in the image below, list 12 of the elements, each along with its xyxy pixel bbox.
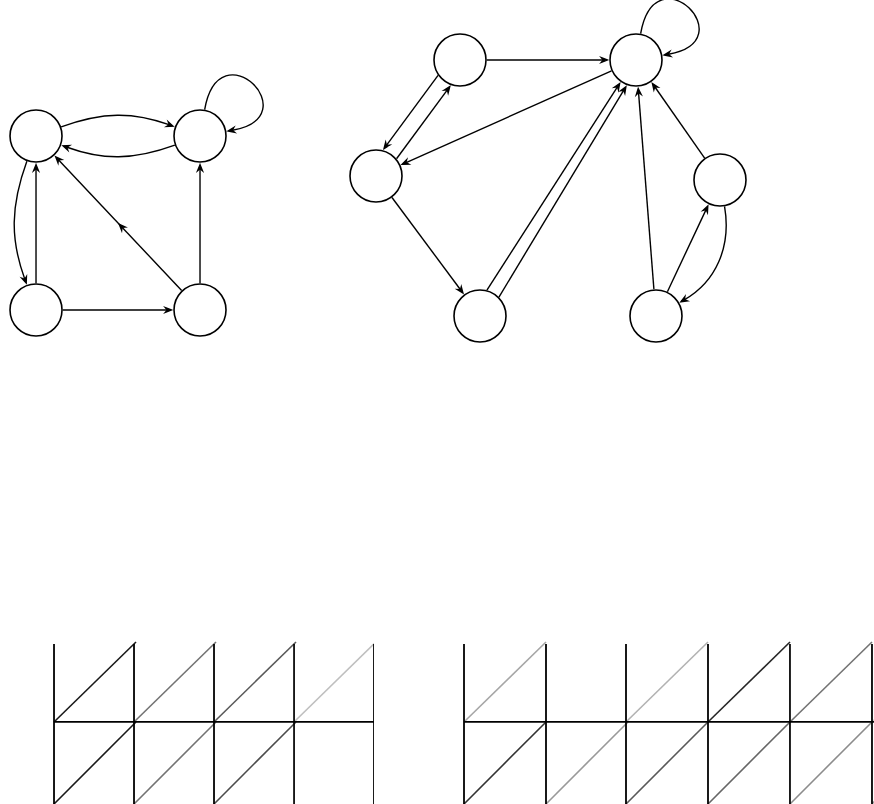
- graph-vertex: [349, 149, 403, 203]
- arrow: [203, 74, 264, 134]
- arrow: [639, 0, 700, 58]
- graph-vertex: [9, 109, 63, 163]
- graph-vertex: [453, 289, 507, 343]
- graph-vertex: [629, 289, 683, 343]
- graph-vertex: [9, 283, 63, 337]
- graph-vertex: [173, 283, 227, 337]
- graph-vertex: [173, 109, 227, 163]
- graph-vertex: [609, 33, 663, 87]
- graph-vertex: [693, 153, 747, 207]
- graph-vertex: [433, 33, 487, 87]
